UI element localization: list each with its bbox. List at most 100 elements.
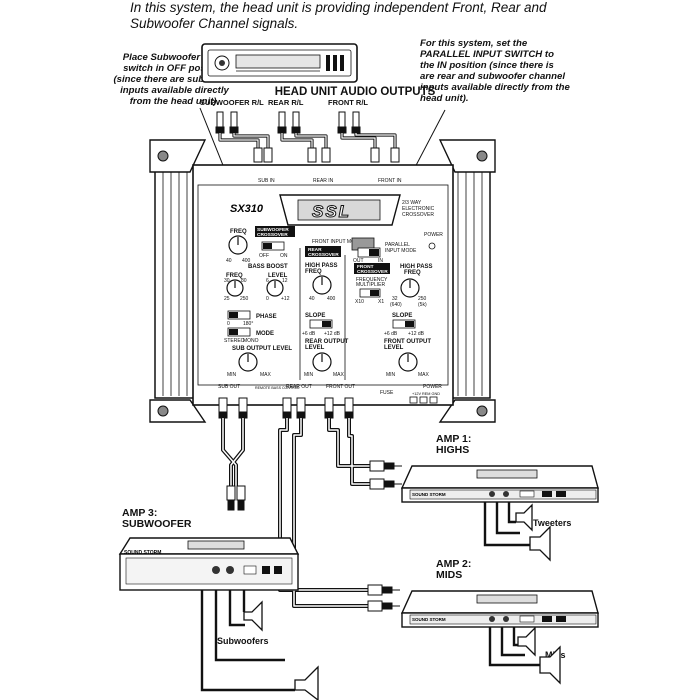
- tweeter-speakers: [515, 503, 551, 562]
- amp1-highs: SOUND STORM: [400, 465, 599, 503]
- front-hp-tick: (5k): [418, 302, 427, 308]
- subwoofers-label: Subwoofers: [217, 636, 269, 646]
- bb-freq-tick: 30: [224, 278, 230, 284]
- bb-level-tick: 0: [266, 296, 269, 302]
- sub-min-label: MIN: [227, 372, 237, 378]
- rear-min-label: MIN: [304, 372, 314, 378]
- rear-output-label-line1: REAR OUTPUT: [305, 339, 349, 345]
- rear-crossover-badge-line2: CROSSOVER: [308, 252, 339, 258]
- rear-slope-switch[interactable]: [309, 319, 333, 329]
- mult-tick: X1: [378, 299, 384, 305]
- phase-switch[interactable]: [227, 310, 251, 320]
- parallel-label-line1: PARALLEL: [385, 242, 410, 248]
- rear-out-label: REAR OUT: [286, 384, 312, 390]
- front-slope-tick: +12 dB: [408, 331, 425, 337]
- bb-freq-tick: 80: [241, 278, 247, 284]
- rear-crossover-badge-line1: REAR: [308, 247, 322, 253]
- subtitle-line2: ELECTRONIC: [402, 206, 435, 212]
- front-slope-label: SLOPE: [392, 313, 412, 319]
- front-out-label: FRONT OUT: [326, 384, 355, 390]
- amp2-brand: SOUND STORM: [412, 617, 446, 622]
- front-crossover-badge-line1: FRONT: [357, 264, 374, 270]
- bb-level-label: LEVEL: [268, 273, 288, 279]
- amp3-subwoofer: SOUND STORM: [118, 537, 300, 591]
- subwoofer-speakers: [243, 600, 319, 700]
- label-front-rl: FRONT R/L: [328, 98, 368, 107]
- note-parallel-switch: For this system, set the PARALLEL INPUT …: [420, 38, 570, 105]
- front-input-mode-label: FRONT INPUT MODE: [312, 239, 362, 245]
- sub-in-label: SUB IN: [258, 178, 275, 184]
- bass-boost-label: BASS BOOST: [248, 264, 288, 270]
- rear-output-label-line2: LEVEL: [305, 345, 325, 351]
- model-label: SX310: [230, 203, 264, 215]
- head-unit-title: HEAD UNIT AUDIO OUTPUTS: [274, 86, 436, 98]
- sub-freq-tick: 40: [226, 258, 232, 264]
- front-slope-tick: +6 dB: [384, 331, 398, 337]
- front-in-label: FRONT IN: [378, 178, 402, 184]
- power-indicator-label: POWER: [424, 232, 443, 238]
- parallel-switch-tick: OUT: [353, 258, 364, 264]
- rear-in-label: REAR IN: [313, 178, 334, 184]
- crossover-input-plugs: [253, 147, 400, 163]
- mid-speakers: [517, 626, 561, 685]
- front-slope-switch[interactable]: [392, 319, 416, 329]
- remote-bass-label: REMOTE BASS CONTROL: [255, 386, 300, 390]
- sub-switch-tick: ON: [280, 253, 288, 259]
- front-crossover-badge: [354, 263, 390, 274]
- head-unit-rca-plugs: [215, 111, 361, 134]
- mode-tick: MONO: [243, 338, 259, 344]
- speaker-wires: [200, 502, 540, 692]
- bb-freq-tick: 250: [240, 296, 249, 302]
- power-terminals-label: +12V REM GND: [412, 392, 440, 396]
- phase-tick: 180°: [243, 321, 253, 327]
- parallel-label-line2: INPUT MODE: [385, 248, 417, 254]
- sub-freq-label: FREQ: [230, 229, 247, 235]
- sub-crossover-badge-line2: CROSSOVER: [257, 232, 288, 238]
- label-subwoofer-rl: SUBWOOFER R/L: [200, 98, 264, 107]
- phase-label: PHASE: [256, 314, 277, 320]
- rear-hp-label-line2: FREQ: [305, 269, 322, 275]
- front-mult-label-line1: FREQUENCY: [356, 277, 388, 283]
- front-max-label: MAX: [418, 372, 430, 378]
- bb-freq-tick: 25: [224, 296, 230, 302]
- label-rear-rl: REAR R/L: [268, 98, 304, 107]
- sub-crossover-badge-line1: SUBWOOFER: [257, 227, 289, 233]
- power-terminal-label: POWER: [423, 384, 442, 390]
- amp2-title: AMP 2:MIDS: [436, 558, 472, 582]
- amp1-brand: SOUND STORM: [412, 492, 446, 497]
- rear-slope-label: SLOPE: [305, 313, 325, 319]
- intro-text: In this system, the head unit is providi…: [130, 0, 547, 31]
- phase-tick: 0: [227, 321, 230, 327]
- crossover-output-plugs: [218, 397, 354, 419]
- amp3-title: AMP 3:SUBWOOFER: [122, 507, 192, 531]
- sub-max-label: MAX: [260, 372, 272, 378]
- amp2-mids: SOUND STORM: [400, 590, 599, 628]
- front-hp-tick: (640): [390, 302, 402, 308]
- mode-switch[interactable]: [227, 327, 251, 337]
- front-crossover-badge-line2: CROSSOVER: [357, 269, 388, 275]
- power-led: [428, 242, 436, 250]
- subtitle-line3: CROSSOVER: [402, 212, 434, 218]
- bb-level-tick: 6: [266, 278, 269, 284]
- rear-crossover-badge: [305, 246, 341, 257]
- amp1-title: AMP 1:HIGHS: [436, 433, 472, 457]
- front-output-label-line2: LEVEL: [384, 345, 404, 351]
- head-unit: [201, 43, 358, 83]
- sub-input-switch[interactable]: [261, 241, 285, 251]
- subtitle-line1: 2/3 WAY: [402, 200, 422, 206]
- rear-hp-label-line1: HIGH PASS: [305, 263, 338, 269]
- bb-level-tick: +12: [281, 296, 290, 302]
- front-mult-label-line2: MULTIPLIER: [356, 282, 385, 288]
- front-hp-tick: 250: [418, 296, 427, 302]
- rear-hp-tick: 40: [309, 296, 315, 302]
- front-output-label-line1: FRONT OUTPUT: [384, 339, 431, 345]
- mode-label: MODE: [256, 331, 274, 337]
- fuse-label: FUSE: [380, 390, 394, 396]
- front-hp-label-line1: HIGH PASS: [400, 264, 433, 270]
- note-subwoofer-switch: Place Subwoofer input switch in OFF posi…: [113, 52, 236, 108]
- rear-slope-tick: +12 dB: [324, 331, 341, 337]
- rear-max-label: MAX: [333, 372, 345, 378]
- parallel-switch-tick: IN: [378, 258, 383, 264]
